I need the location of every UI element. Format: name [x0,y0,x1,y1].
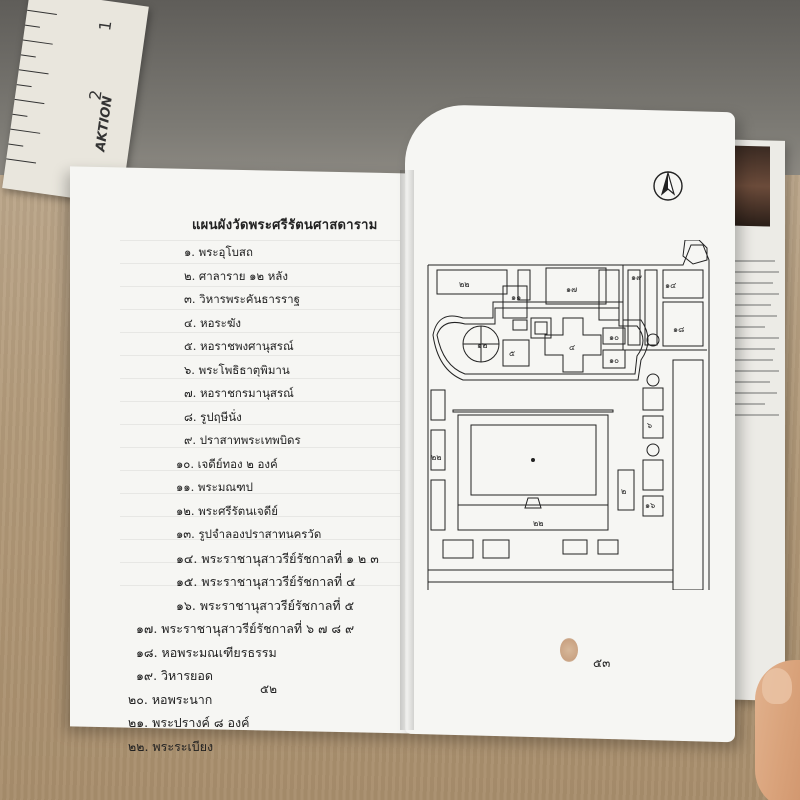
temple-plan-map: ๒๒ ๑๗ ๑๙ ๑๔ ๑๘ ๑๐ ๑๑ ๔ ๑๐ ๑๒ ๕ ๖ ๒๒ ๒๒ ๑… [427,240,710,590]
legend-item: ๑๙. วิหารยอด [136,668,213,683]
courtyard-outer [457,414,609,506]
legend-item: ๑๖. พระราชานุสาวรีย์รัชกาลที่ ๕ [176,597,355,613]
legend-item: ๔. หอระฆัง [184,315,242,330]
map-label: ๑๘ [673,325,684,334]
ruler-tick [12,113,28,117]
map-label: ๑๙ [631,273,642,282]
ruler-tick [16,84,32,88]
map-label: ๖ [647,421,652,430]
outer-wall [428,244,710,590]
page-number-right: ๕๓ [593,656,611,670]
legend-list: ๑. พระอุโบสถ ๒. ศาลาราย ๑๒ หลัง ๓. วิหาร… [110,241,410,758]
map-label: ๑๒ [477,341,487,350]
ruler-number: 1 [95,19,116,33]
legend-item: ๓. วิหารพระคันธารราฐ [184,292,300,306]
legend-item: ๑๗. พระราชานุสาวรีย์รัชกาลที่ ๖ ๗ ๘ ๙ [136,621,355,636]
legend-item: ๖. พระโพธิธาตุพิมาน [184,362,290,377]
legend-item: ๑๓. รูปจำลองปราสาทนครวัด [176,527,322,541]
legend-item: ๑๘. หอพระมณเฑียรธรรม [136,644,277,660]
ruler-tick [27,9,57,15]
legend-item: ๘. รูปฤษีนั่ง [184,409,242,424]
legend-item: ๗. หอราชกรมานุสรณ์ [184,386,294,400]
ruler-tick [14,98,45,105]
legend-item: ๕. หอราชพงศานุสรณ์ [184,339,294,353]
legend-item: ๑๑. พระมณฑป [176,480,253,494]
ruler-brand: AKTION [93,95,116,153]
legend-item: ๑๕. พระราชานุสาวรีย์รัชกาลที่ ๔ [176,574,356,589]
thumbnail [762,668,792,704]
building-22-top [436,269,508,295]
map-label: ๑๑ [511,293,521,302]
north-arrow-icon [653,170,683,201]
show-through-text [120,240,400,660]
map-label: ๒๒ [459,280,470,289]
map-label: ๕ [509,349,515,358]
map-label: ๑๐ [609,356,619,365]
ruler-tick [18,69,49,75]
book-gutter [400,170,414,730]
ruler-number: 2 [85,88,106,102]
ruler-tick [10,128,41,134]
map-label: ๒๒ [431,453,442,462]
legend-item: ๑๐. เจดีย์ทอง ๒ องค์ [176,456,278,471]
ruler-tick [22,39,53,45]
map-label: ๑๗ [566,285,577,294]
map-legend: แผนผังวัดพระศรีรัตนศาสดาราม ๑. พระอุโบสถ… [110,214,410,758]
cloister-outline [432,301,649,381]
legend-item: ๒๒. พระระเบียง [128,738,214,754]
cross-building [544,317,602,373]
map-label: ๑๐ [609,333,619,342]
map-label: ๒ [621,487,626,496]
legend-title: แผนผังวัดพระศรีรัตนศาสดาราม [192,218,378,233]
legend-item: ๒๑. พระปรางค์ ๘ องค์ [128,715,250,730]
map-label: ๑๔ [665,281,676,290]
legend-item: ๑๒. พระศรีรัตนเจดีย์ [176,503,278,518]
page-number-left: ๕๒ [260,682,277,696]
ruler-tick [8,143,24,147]
corner-tower [682,240,708,265]
ruler-tick [6,158,37,164]
map-label: ๒๒ [533,519,544,528]
paper-stain [560,638,578,662]
map-label: ๔ [569,343,575,352]
ruler-tick [20,54,36,58]
legend-item: ๒๐. หอพระนาก [128,691,213,707]
legend-item: ๑. พระอุโบสถ [184,245,253,259]
legend-item: ๙. ปราสาทพระเทพบิดร [184,433,301,447]
legend-item: ๑๔. พระราชานุสาวรีย์รัชกาลที่ ๑ ๒ ๓ [176,550,379,566]
courtyard-inner [470,424,597,496]
ruler-tick [24,24,40,28]
map-label: ๑๖ [645,501,655,510]
underlying-text-lines [735,260,785,425]
legend-item: ๒. ศาลาราย ๑๒ หลัง [184,268,288,283]
